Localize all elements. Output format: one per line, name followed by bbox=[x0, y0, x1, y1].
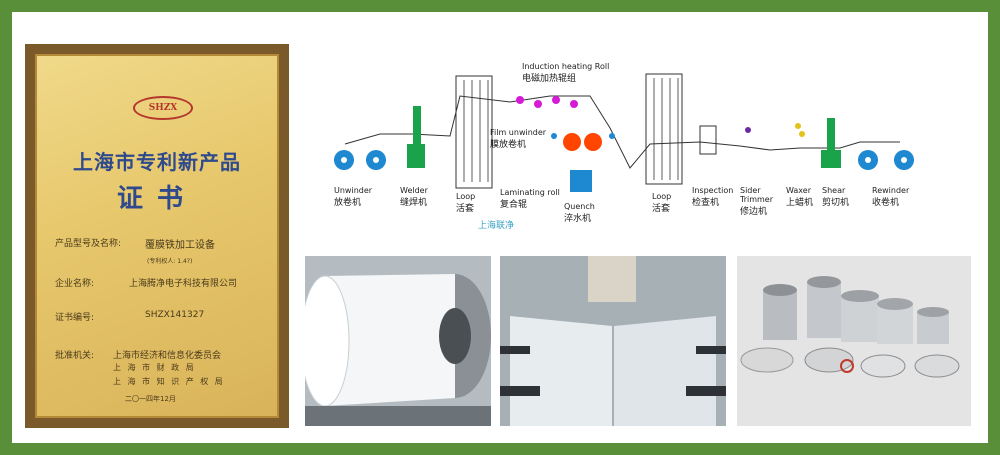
field-value-number: SHZX141327 bbox=[145, 310, 205, 320]
coil-face bbox=[325, 274, 455, 406]
field-value-product: 覆膜铁加工设备 bbox=[145, 240, 215, 251]
certificate-title: 上海市专利新产品 bbox=[73, 150, 241, 174]
coil-core bbox=[341, 157, 347, 163]
machine-head bbox=[588, 256, 636, 302]
authority-2: 上 海 市 知 识 产 权 局 bbox=[113, 377, 225, 386]
certificate-date: 二〇一四年12月 bbox=[125, 395, 176, 403]
coil-illustration bbox=[305, 256, 491, 426]
film-unwinder-roll bbox=[551, 133, 557, 139]
inspection-box bbox=[699, 125, 717, 155]
can bbox=[807, 282, 841, 338]
waxer-roll bbox=[795, 123, 801, 129]
can bbox=[763, 290, 797, 340]
lid bbox=[740, 347, 794, 373]
machine-illustration bbox=[500, 256, 726, 426]
induction-roll bbox=[516, 96, 524, 104]
can bbox=[917, 312, 949, 344]
laminating-roll-right bbox=[584, 133, 602, 151]
certificate-logo: SHZX bbox=[133, 96, 193, 120]
certificate-panel: SHZX 上海市专利新产品 证书 产品型号及名称: 覆膜铁加工设备 (专利权人:… bbox=[35, 54, 279, 418]
film-unwinder-roll bbox=[609, 133, 615, 139]
lid bbox=[914, 354, 960, 378]
can-top bbox=[917, 307, 949, 317]
field-label-company: 企业名称: bbox=[55, 279, 95, 289]
certificate-note: (专利权人: 1.4?) bbox=[147, 258, 193, 265]
strip-left bbox=[510, 316, 612, 426]
roller bbox=[500, 346, 530, 354]
coil-core bbox=[865, 157, 871, 163]
can bbox=[841, 296, 879, 342]
laminating-roll-left bbox=[563, 133, 581, 151]
induction-roll bbox=[552, 96, 560, 104]
field-value-approval: 上海市经济和信息化委员会 bbox=[113, 351, 222, 361]
shear-post bbox=[827, 118, 835, 152]
roller bbox=[696, 346, 726, 354]
roller bbox=[500, 386, 540, 396]
photo-cans bbox=[737, 256, 971, 426]
induction-roll bbox=[534, 100, 542, 108]
quench-tank bbox=[570, 170, 592, 192]
waxer-roll bbox=[799, 131, 805, 137]
field-label-approval: 批准机关: bbox=[55, 351, 95, 361]
roller bbox=[686, 386, 726, 396]
induction-roll bbox=[570, 100, 578, 108]
process-line-svg bbox=[334, 73, 914, 192]
can-top bbox=[841, 290, 879, 302]
authority-1: 上 海 市 财 政 局 bbox=[113, 363, 196, 372]
watermark-text: 上海联净 bbox=[478, 221, 515, 231]
can-top bbox=[807, 276, 841, 288]
welder-post bbox=[413, 106, 421, 146]
shear-base bbox=[821, 150, 841, 168]
photo-machine bbox=[500, 256, 726, 426]
certificate: SHZX 上海市专利新产品 证书 产品型号及名称: 覆膜铁加工设备 (专利权人:… bbox=[25, 44, 289, 428]
welder-base bbox=[407, 144, 425, 168]
floor bbox=[305, 406, 491, 426]
lid bbox=[860, 354, 906, 378]
coil-core bbox=[373, 157, 379, 163]
photo-coil bbox=[305, 256, 491, 426]
can-top bbox=[763, 284, 797, 296]
coil-core bbox=[901, 157, 907, 163]
can bbox=[877, 304, 913, 344]
can-top bbox=[877, 298, 913, 310]
loop-1 bbox=[455, 75, 493, 189]
trimmer-knife bbox=[745, 127, 751, 133]
certificate-subtitle: 证书 bbox=[116, 184, 197, 214]
cans-illustration bbox=[737, 256, 971, 426]
loop-2 bbox=[645, 73, 683, 185]
field-label-number: 证书编号: bbox=[55, 313, 95, 323]
strip-right bbox=[614, 316, 716, 426]
field-label-product: 产品型号及名称: bbox=[55, 239, 122, 249]
coil-front bbox=[305, 275, 350, 407]
coil-hole bbox=[439, 308, 471, 364]
strip-path bbox=[344, 95, 900, 169]
pull-tab bbox=[840, 359, 854, 373]
field-value-company: 上海腾净电子科技有限公司 bbox=[129, 279, 238, 289]
